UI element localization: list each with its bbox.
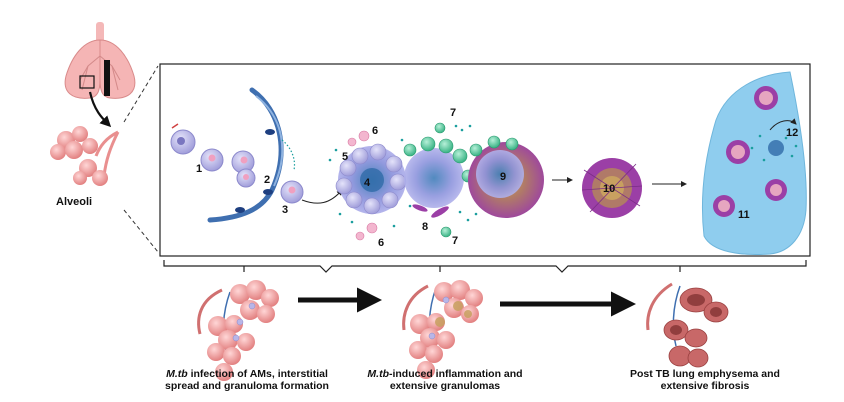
step-11-label: 11 [738,209,750,221]
step-6-top-label: 6 [372,125,378,137]
stage3-caption: Post TB lung emphysema and extensive fib… [620,368,790,392]
stage1-caption: M.tb infection of AMs, interstitial spre… [152,368,342,392]
step11-12-damaged-lung: 12 11 [702,71,807,255]
step1-macrophages: 1 [170,123,256,188]
stage3-caption-line2: extensive fibrosis [660,380,750,392]
step-8-label: 8 [422,221,428,233]
step-7-bottom-label: 7 [452,235,458,247]
step-6-bottom-label: 6 [378,237,384,249]
step-1-label: 1 [196,163,202,175]
step-12-label: 12 [786,127,798,139]
step-4-label: 4 [364,177,371,189]
stage2-caption: M.tb-induced inflammation and extensive … [360,368,530,392]
step-3-label: 3 [282,204,288,216]
stage3-alveoli [646,282,729,368]
zoom-arrow [88,91,112,128]
alveoli-cluster: Alveoli [50,126,120,208]
zoom-line-top [123,65,159,123]
zoom-box [79,75,95,89]
alveoli-label: Alveoli [56,196,92,208]
step-10-label: 10 [603,183,615,195]
step3-macrophage: 3 [280,180,343,216]
lungs-icon [64,22,136,128]
step4-granuloma: 4 5 6 6 [328,125,412,249]
zoom-line-bottom [123,209,159,253]
lung-highlight-bar [104,60,110,96]
stage1-caption-line1: infection of AMs, interstitial [187,368,328,380]
step10-fibrosis: 10 [581,158,643,218]
step-7-top-label: 7 [450,107,456,119]
stage1-caption-italic: M.tb [166,368,188,380]
stage2-caption-line1: -induced inflammation and [388,368,523,380]
stage2-alveoli [402,280,483,379]
step-5-label: 5 [342,151,348,163]
stage1-caption-line2: spread and granuloma formation [165,380,329,392]
step7-9-inflammation: 7 7 8 9 [403,107,544,247]
stage2-caption-italic: M.tb [367,368,389,380]
stage1-alveoli [197,280,279,381]
stage3-caption-line1: Post TB lung emphysema and [630,368,780,380]
step2-epithelium: 2 [207,87,296,223]
step-2-label: 2 [264,174,270,186]
stage-brackets [163,260,807,273]
stage2-caption-line2: extensive granulomas [389,380,501,392]
step-9-label: 9 [500,171,506,183]
